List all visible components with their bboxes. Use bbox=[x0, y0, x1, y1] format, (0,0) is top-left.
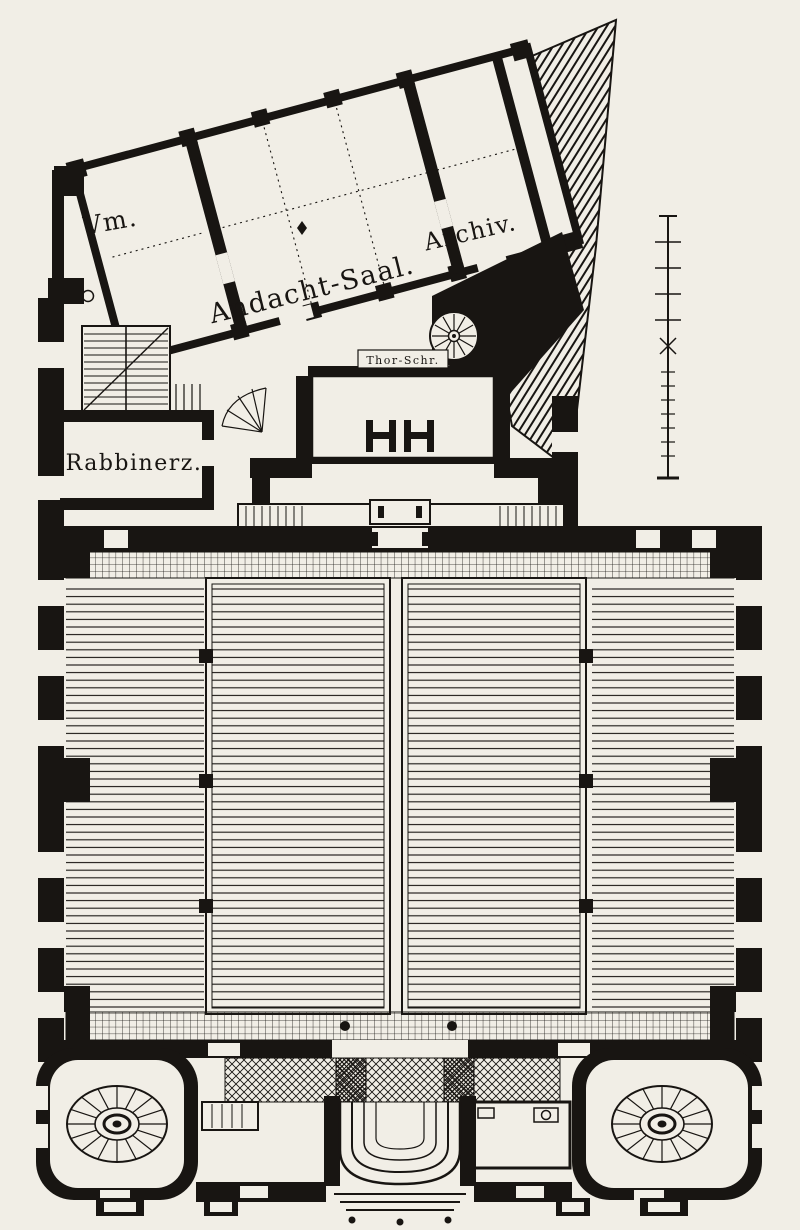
label-rabbinerz: Rabbinerz. bbox=[66, 451, 203, 476]
torah-shrine-plate bbox=[357, 349, 449, 369]
ceiling-dotted-lines bbox=[112, 107, 515, 306]
gallery-bar bbox=[237, 499, 565, 531]
bellows-fixtures bbox=[366, 420, 434, 452]
label-thor-schr: Thor-Schr. bbox=[366, 354, 439, 367]
wall-vm-andacht bbox=[184, 136, 248, 333]
entrance-porch bbox=[324, 1096, 476, 1186]
bottom-wall bbox=[38, 1040, 762, 1058]
bollard bbox=[348, 1216, 356, 1224]
right-wall-door bbox=[552, 432, 578, 452]
spiral-stair-block bbox=[429, 232, 584, 398]
left-outer-wall bbox=[38, 166, 95, 526]
vestibule-paving bbox=[224, 1057, 561, 1103]
columns bbox=[199, 649, 593, 913]
stair-tower-left bbox=[36, 1048, 198, 1216]
main-hall bbox=[38, 526, 762, 1062]
stair-tower-right bbox=[572, 1048, 764, 1216]
ceiling-rosette bbox=[297, 221, 307, 235]
vestibule-bottom-wall bbox=[196, 1182, 590, 1216]
rabbiner-room bbox=[60, 410, 214, 510]
annex-wing bbox=[65, 39, 585, 372]
left-staircase bbox=[81, 325, 171, 413]
bollard bbox=[444, 1216, 452, 1224]
right-wall bbox=[736, 526, 762, 1062]
bollard bbox=[396, 1218, 404, 1226]
entrance-steps bbox=[334, 1193, 466, 1211]
wall-pilasters bbox=[64, 552, 736, 1012]
left-annex bbox=[201, 1101, 259, 1131]
top-gallery-strip bbox=[65, 551, 735, 579]
scale-bar bbox=[655, 215, 681, 480]
left-wall bbox=[38, 526, 64, 1062]
winder-stair bbox=[175, 384, 267, 433]
right-annex bbox=[470, 1100, 572, 1170]
bottom-strip bbox=[65, 1011, 735, 1041]
door-swing bbox=[81, 289, 95, 303]
wall-archiv-right bbox=[491, 54, 554, 251]
torah-shrine-structure bbox=[250, 349, 556, 528]
vestibule bbox=[196, 1057, 590, 1226]
top-wall bbox=[38, 526, 762, 552]
